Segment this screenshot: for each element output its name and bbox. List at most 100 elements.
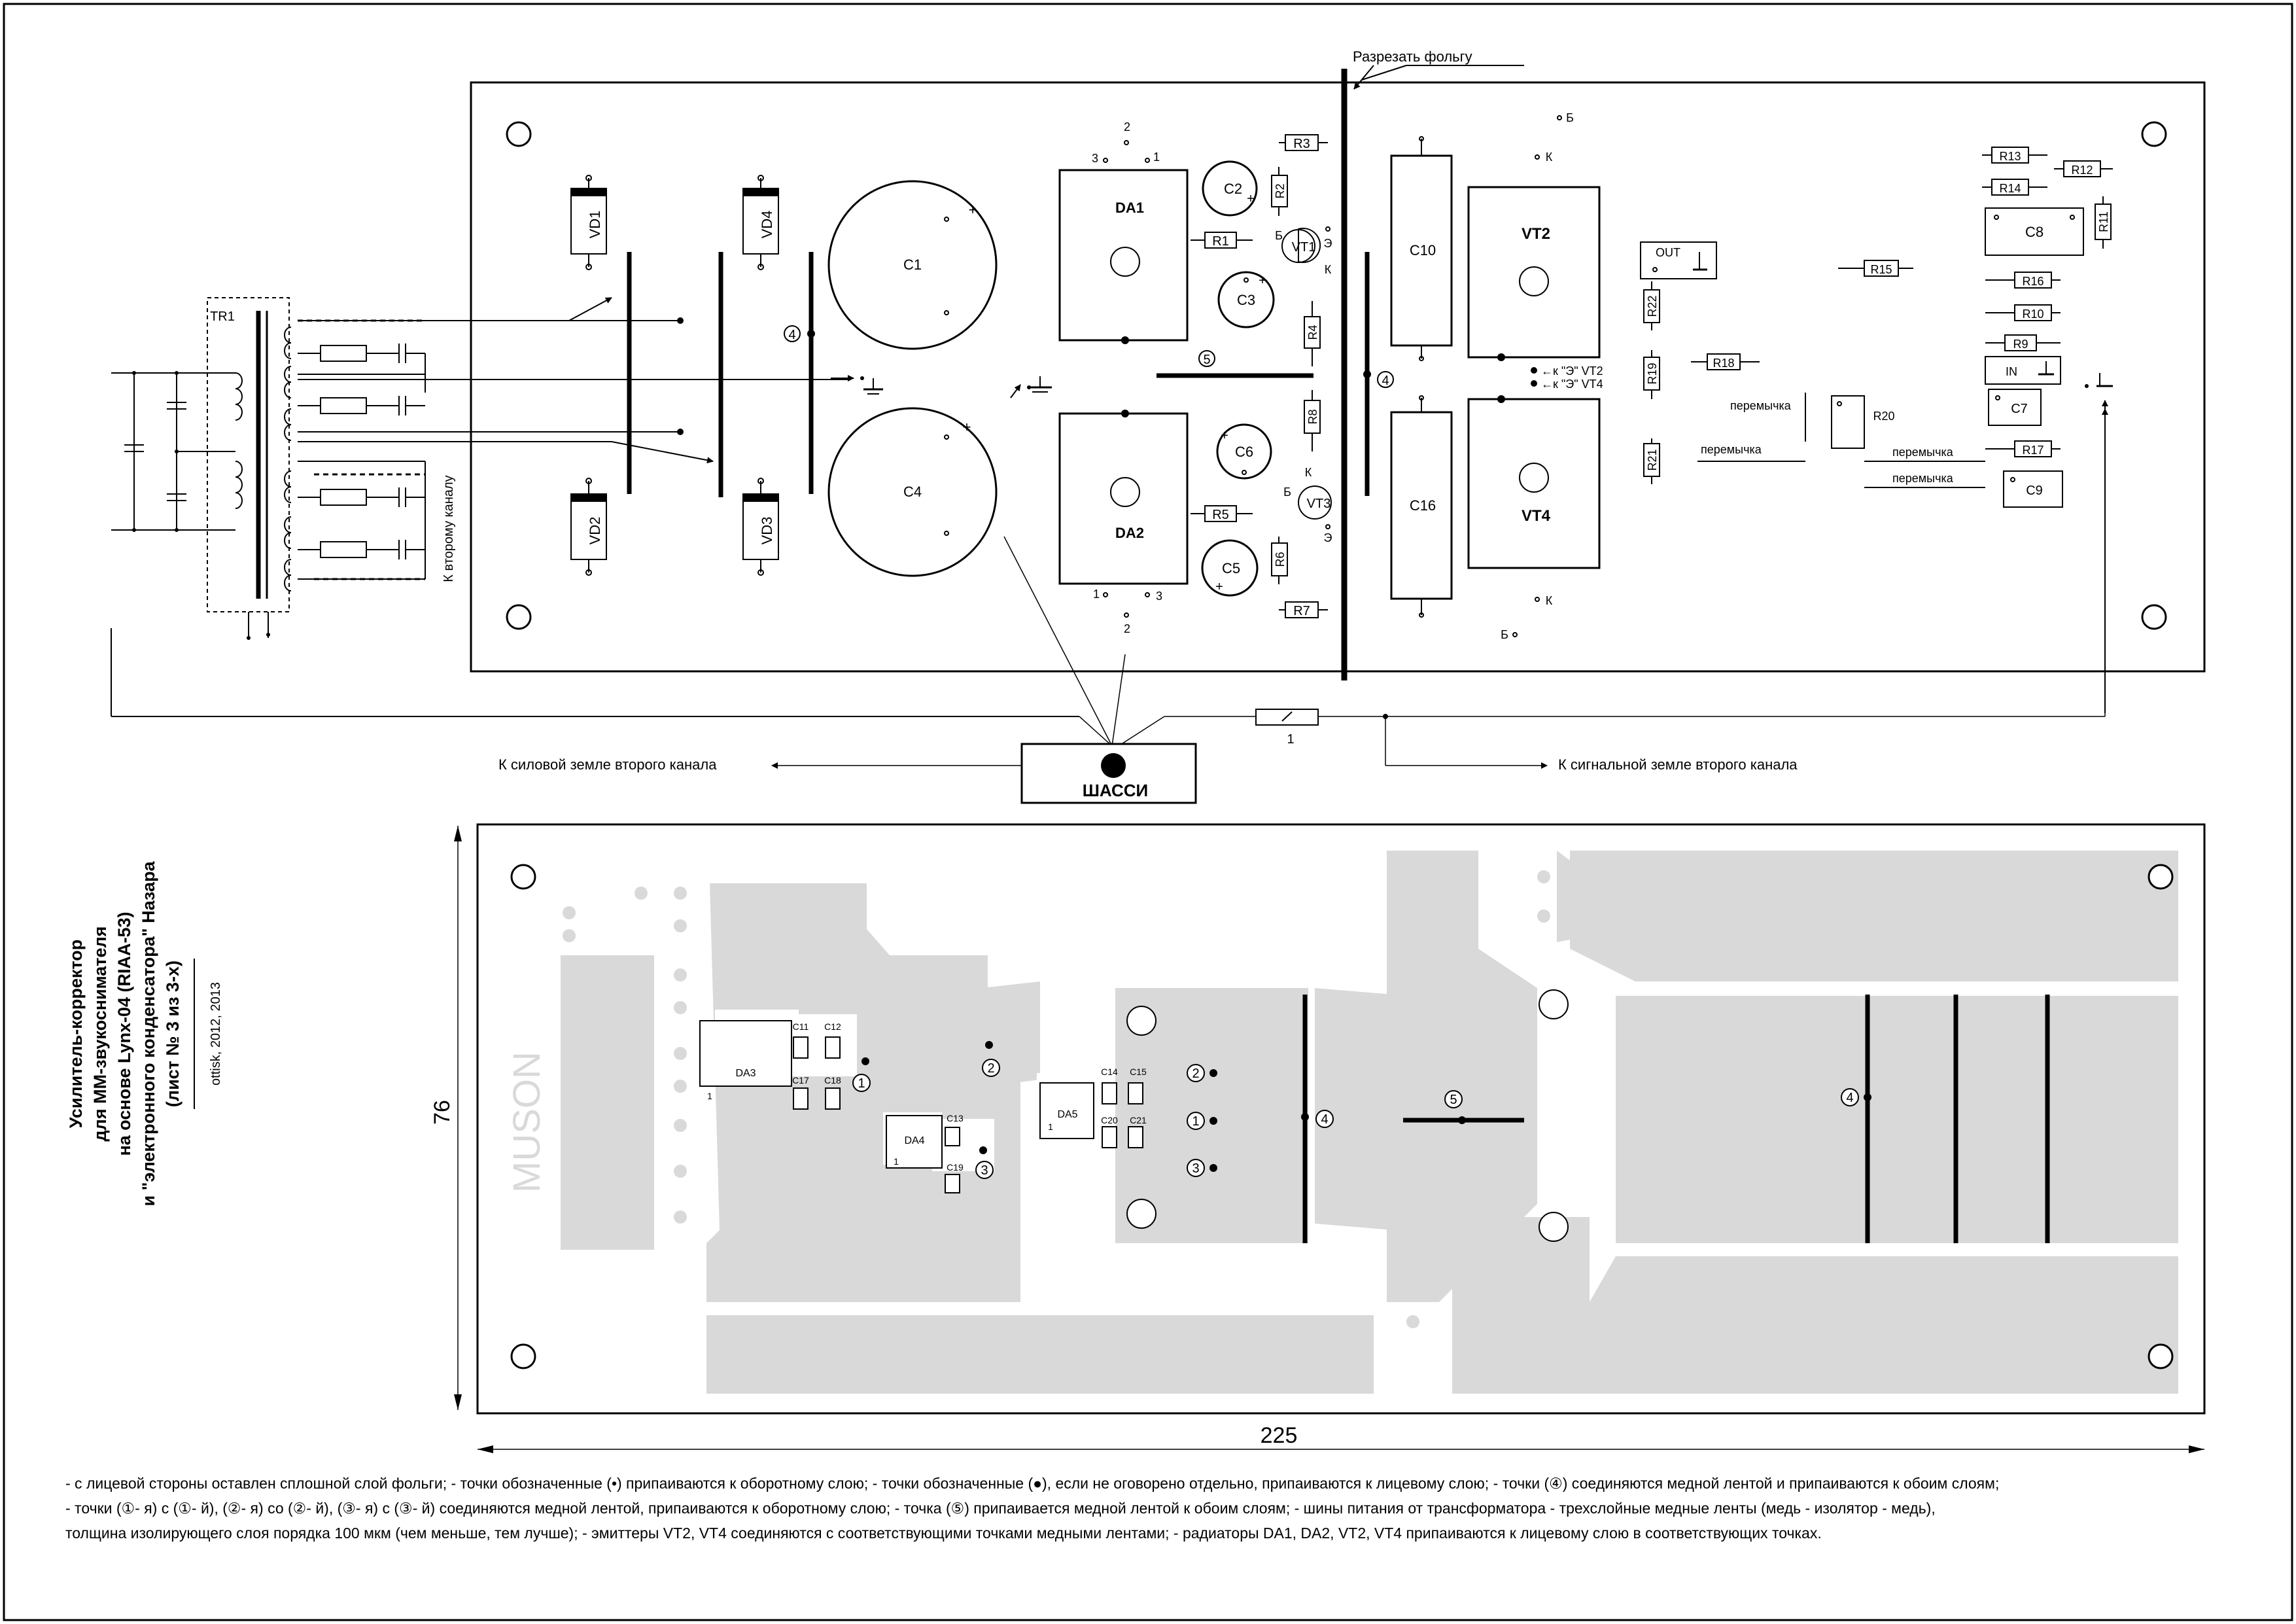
ic-da4: DA4 1 [886,1115,943,1169]
svg-text:+: + [963,419,971,435]
svg-text:VT4: VT4 [1522,507,1551,525]
svg-text:Б: Б [1566,111,1574,124]
svg-text:C20: C20 [1101,1115,1118,1125]
svg-text:+: + [1259,274,1266,288]
resistor-r8: R8 [1304,390,1321,451]
regulator-da1: DA1 3 2 1 [1058,120,1189,344]
svg-text:1: 1 [894,1156,899,1167]
svg-text:2: 2 [1192,1067,1199,1081]
resistor-r14: R14 [1982,179,2047,196]
height-dimension: 76 [430,1100,455,1125]
capacitor-c10: C10 [1390,136,1453,361]
resistor-r17: R17 [1985,440,2061,457]
svg-text:R1: R1 [1212,234,1229,249]
resistor-r22: R22 [1643,281,1660,330]
transistor-vt3: VT3 К Б Э [1283,466,1332,544]
title-line: и "электронного конденсатора" Назара [139,860,158,1206]
svg-text:C5: C5 [1222,560,1240,576]
capacitor-c2: C2 + [1202,160,1258,217]
svg-text:2: 2 [987,1061,994,1076]
resistor-r5: R5 [1191,505,1253,522]
in-connector: IN [1985,356,2061,385]
svg-text:R7: R7 [1293,604,1310,618]
mounting-hole [2141,121,2167,147]
note-line: - с лицевой стороны оставлен сплошной сл… [65,1475,2000,1492]
svg-text:R19: R19 [1646,362,1659,384]
resistor-r16: R16 [1985,272,2061,289]
title-line: на основе Lynx-04 (RIAA-53) [114,911,134,1156]
svg-text:R18: R18 [1713,357,1734,370]
jumper-label: перемычка [1892,472,1954,485]
svg-text:2: 2 [1124,120,1130,133]
title-block: Усилитель-корректор для ММ-звукоснимател… [66,860,223,1206]
svg-text:R10: R10 [2022,308,2044,321]
top-board-outline [470,81,2206,673]
watermark: MUSON [506,1051,548,1193]
svg-text:C8: C8 [2025,224,2044,240]
svg-text:DA3: DA3 [735,1068,756,1079]
svg-text:R14: R14 [1999,182,2021,195]
smd-caps: C11 C12 C17 C18 C13 C19 C14 C15 C20 C21 [792,1021,1147,1193]
capacitor-c5: C5 + [1201,539,1259,597]
regulator-da2: DA2 1 2 3 [1058,410,1189,635]
svg-text:R2: R2 [1274,183,1287,198]
svg-text:C13: C13 [947,1113,964,1123]
svg-text:4: 4 [788,328,795,342]
out-connector: OUT [1640,241,1717,279]
svg-text:R21: R21 [1646,449,1659,470]
resistor-r6: R6 [1271,537,1288,584]
svg-text:+: + [1247,192,1255,206]
svg-text:1: 1 [707,1091,712,1101]
capacitor-c4: C4 + [827,407,998,577]
svg-text:1: 1 [858,1076,865,1091]
svg-text:C4: C4 [903,484,922,500]
svg-text:C3: C3 [1237,292,1255,308]
svg-text:TR1: TR1 [210,309,235,324]
emitter-note-vt4: ←к "Э" VT4 [1541,378,1603,391]
svg-text:Б: Б [1501,628,1508,641]
svg-text:C21: C21 [1130,1115,1147,1125]
svg-text:Э: Э [1324,237,1332,250]
svg-text:R9: R9 [2013,338,2028,351]
svg-text:R17: R17 [2022,444,2044,457]
svg-text:DA5: DA5 [1057,1109,1077,1120]
svg-text:1: 1 [1192,1114,1199,1129]
svg-text:C6: C6 [1235,444,1253,460]
diode-vd3: VD3 [742,478,779,576]
svg-text:R20: R20 [1873,410,1894,423]
svg-text:К: К [1546,150,1553,164]
svg-text:DA4: DA4 [904,1135,924,1146]
title-line: Усилитель-корректор [66,940,86,1128]
svg-text:R22: R22 [1646,295,1659,317]
title-line: для ММ-звукоснимателя [90,927,110,1142]
capacitor-c7: C7 [1988,389,2042,426]
mounting-hole [2141,604,2167,630]
svg-text:+: + [1215,580,1223,594]
sheet-frame [3,3,2293,1621]
resistor-r7: R7 [1279,601,1328,618]
dimension-lines: 76 225 [430,826,2204,1453]
svg-text:C18: C18 [824,1075,841,1086]
capacitor-c6: C6 + [1216,423,1272,480]
svg-text:C11: C11 [793,1021,809,1032]
svg-text:VT1: VT1 [1292,240,1316,255]
svg-text:3: 3 [1092,152,1098,165]
svg-text:C17: C17 [792,1075,809,1086]
jumper-label: перемычка [1892,446,1954,459]
svg-text:1: 1 [1093,588,1100,601]
capacitor-c8: C8 [1985,207,2084,256]
svg-text:VD3: VD3 [759,517,775,545]
resistor-r20: R20 [1831,395,1895,449]
ic-da5: DA5 1 [1039,1082,1094,1139]
resistor-r18: R18 [1691,353,1760,370]
svg-text:C14: C14 [1101,1067,1118,1077]
svg-text:C12: C12 [824,1021,841,1032]
svg-text:R5: R5 [1212,508,1229,522]
svg-text:1: 1 [1153,150,1160,164]
resistor-r1: R1 [1191,232,1253,249]
svg-text:C2: C2 [1224,181,1242,197]
top-board: Разрезать фольгу VD1 VD4 [470,48,2206,713]
svg-text:R13: R13 [1999,150,2021,163]
title-line: (лист № 3 из 3-х) [163,961,183,1107]
